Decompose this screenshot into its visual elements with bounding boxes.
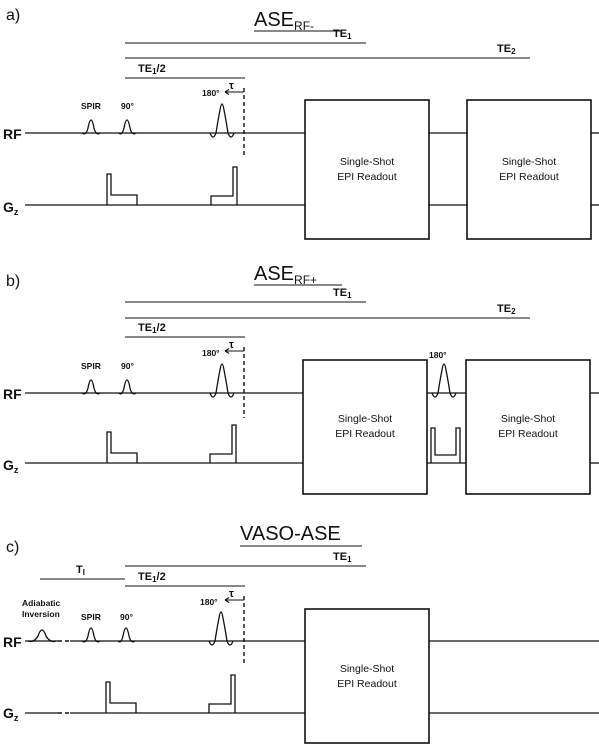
panel-b-readout-1-line2: EPI Readout bbox=[335, 428, 395, 440]
panel-c-tehalf-label: TE1/2 bbox=[138, 571, 166, 584]
panel-a-readout-2-line2: EPI Readout bbox=[499, 171, 559, 183]
panel-c-90-label: 90° bbox=[120, 612, 133, 622]
panel-a-readout-1-line1: Single-Shot bbox=[340, 156, 394, 168]
panel-a: a) ASERF- TE1 TE2 TE1/2 τ RF SPIR 90° 18… bbox=[3, 7, 599, 240]
panel-c-title: VASO-ASE bbox=[240, 523, 341, 545]
panel-a-te1-label: TE1 bbox=[333, 28, 352, 41]
panel-b-te1-label: TE1 bbox=[333, 287, 352, 300]
panel-a-tau-arrowhead bbox=[224, 89, 230, 95]
panel-b-rf-label: RF bbox=[3, 386, 22, 402]
panel-c-readout-line1: Single-Shot bbox=[340, 663, 394, 675]
panel-a-readout-box-2 bbox=[466, 99, 592, 240]
panel-b-readout-2-line1: Single-Shot bbox=[501, 413, 555, 425]
panel-b-readout-box-1 bbox=[302, 359, 428, 495]
panel-b-readout-2-line2: EPI Readout bbox=[498, 428, 558, 440]
panel-a-rf-label: RF bbox=[3, 126, 22, 142]
panel-c-tau-label: τ bbox=[229, 588, 234, 600]
panel-b-spir-label: SPIR bbox=[81, 361, 101, 371]
panel-b: b) ASERF+ TE1 TE2 TE1/2 τ RF SPIR 90° 18… bbox=[3, 263, 599, 495]
panel-c-180-label: 180° bbox=[200, 597, 218, 607]
panel-a-gz-180-gradient bbox=[210, 166, 238, 205]
panel-c-rf-label: RF bbox=[3, 634, 22, 650]
panel-c-ti-label: TI bbox=[76, 564, 85, 577]
panel-a-tehalf-label: TE1/2 bbox=[138, 63, 166, 76]
panel-a-readout-1-line2: EPI Readout bbox=[337, 171, 397, 183]
panel-c-spir-pulse bbox=[81, 627, 101, 643]
panel-b-readout-box-2 bbox=[465, 359, 591, 495]
panel-b-title: ASERF+ bbox=[254, 263, 317, 287]
panel-c-adiabatic-label-1: Adiabatic bbox=[22, 598, 61, 608]
panel-b-tau-label: τ bbox=[229, 339, 234, 351]
panel-b-gz-label: Gz bbox=[3, 457, 19, 475]
panel-b-te2-label: TE2 bbox=[497, 303, 516, 316]
panel-c-gz-label: Gz bbox=[3, 705, 19, 723]
panel-c-adiabatic-label-2: Inversion bbox=[22, 609, 60, 619]
panel-c-spir-label: SPIR bbox=[81, 612, 101, 622]
panel-c-gz-90-gradient bbox=[105, 681, 137, 713]
panel-c-readout-box bbox=[304, 608, 430, 744]
panel-c-label: c) bbox=[6, 539, 19, 556]
panel-a-readout-box-1 bbox=[304, 99, 430, 240]
panel-a-90-label: 90° bbox=[121, 101, 134, 111]
panel-b-180-label: 180° bbox=[202, 348, 220, 358]
panel-c: c) VASO-ASE TE1 TI TE1/2 τ Adiabatic Inv… bbox=[3, 523, 599, 744]
panel-b-tehalf-label: TE1/2 bbox=[138, 322, 166, 335]
panel-a-readout-2-line1: Single-Shot bbox=[502, 156, 556, 168]
panel-c-readout-line2: EPI Readout bbox=[337, 678, 397, 690]
panel-b-gz-second-180-gradient bbox=[430, 427, 461, 463]
panel-a-title: ASERF- bbox=[254, 9, 314, 33]
panel-c-tau-arrowhead bbox=[224, 597, 230, 603]
panel-b-label: b) bbox=[6, 273, 20, 290]
panel-c-te1-label: TE1 bbox=[333, 551, 352, 564]
panel-b-90-pulse bbox=[118, 379, 137, 395]
panel-b-gz-180-gradient bbox=[209, 424, 237, 463]
panel-a-180-pulse bbox=[209, 103, 235, 138]
panel-b-gz-90-gradient bbox=[106, 431, 138, 463]
panel-c-180-pulse bbox=[208, 611, 234, 646]
panel-a-180-label: 180° bbox=[202, 88, 220, 98]
panel-b-spir-pulse bbox=[81, 379, 101, 395]
panel-a-gz-label: Gz bbox=[3, 199, 19, 217]
panel-c-adiabatic-pulse bbox=[27, 629, 57, 643]
panel-a-90-pulse bbox=[118, 119, 137, 135]
panel-a-spir-label: SPIR bbox=[81, 101, 101, 111]
panel-b-tau-arrowhead bbox=[224, 348, 230, 354]
panel-b-90-label: 90° bbox=[121, 361, 134, 371]
panel-a-gz-90-gradient bbox=[106, 173, 138, 205]
panel-b-180-second-pulse bbox=[431, 363, 457, 398]
panel-a-spir-pulse bbox=[81, 119, 101, 135]
panel-b-180-pulse bbox=[209, 363, 235, 398]
panel-b-180-second-label: 180° bbox=[429, 350, 447, 360]
panel-a-label: a) bbox=[6, 7, 20, 24]
panel-b-readout-1-line1: Single-Shot bbox=[338, 413, 392, 425]
panel-c-90-pulse bbox=[117, 627, 136, 643]
panel-a-tau-label: τ bbox=[229, 80, 234, 92]
panel-a-te2-label: TE2 bbox=[497, 43, 516, 56]
panel-c-gz-180-gradient bbox=[208, 674, 236, 713]
